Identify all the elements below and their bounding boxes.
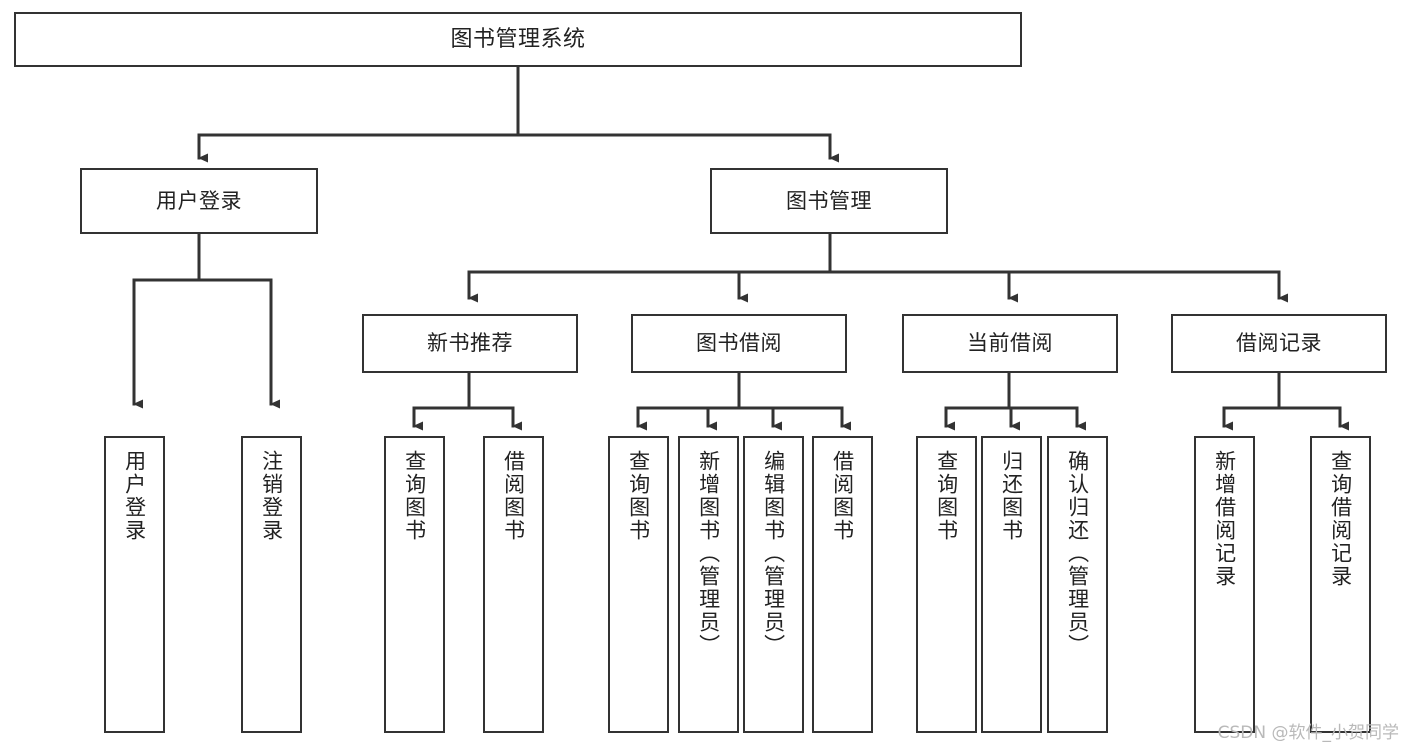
node-book-borrow[interactable]: 图书借阅 <box>631 314 847 373</box>
node-leaf-user-login[interactable]: 用户登录 <box>104 436 165 733</box>
node-leaf-query-book-recommend[interactable]: 查询图书 <box>384 436 445 733</box>
node-leaf-query-book-current[interactable]: 查询图书 <box>916 436 977 733</box>
node-leaf-borrow-book-recommend-label: 借阅图书 <box>501 450 526 542</box>
node-leaf-confirm-return[interactable]: 确认归还（管理员） <box>1047 436 1108 733</box>
node-leaf-query-book-borrow-label: 查询图书 <box>626 450 651 542</box>
node-leaf-user-login-label: 用户登录 <box>122 450 147 542</box>
node-root-label: 图书管理系统 <box>450 26 586 52</box>
node-user-login[interactable]: 用户登录 <box>80 168 318 234</box>
node-leaf-logout-label: 注销登录 <box>259 450 284 542</box>
node-leaf-edit-book[interactable]: 编辑图书（管理员） <box>743 436 804 733</box>
node-book-borrow-label: 图书借阅 <box>696 331 782 356</box>
node-leaf-edit-book-label: 编辑图书（管理员） <box>761 450 786 657</box>
node-leaf-query-book-borrow[interactable]: 查询图书 <box>608 436 669 733</box>
node-leaf-return-book-label: 归还图书 <box>999 450 1024 542</box>
node-borrow-record-label: 借阅记录 <box>1236 331 1322 356</box>
node-leaf-query-borrow-record[interactable]: 查询借阅记录 <box>1310 436 1371 733</box>
node-current-borrow-label: 当前借阅 <box>967 331 1053 356</box>
node-leaf-borrow-book-recommend[interactable]: 借阅图书 <box>483 436 544 733</box>
node-leaf-logout[interactable]: 注销登录 <box>241 436 302 733</box>
node-new-book-recommend-label: 新书推荐 <box>427 331 513 356</box>
node-leaf-return-book[interactable]: 归还图书 <box>981 436 1042 733</box>
node-leaf-borrow-book-borrow[interactable]: 借阅图书 <box>812 436 873 733</box>
node-root[interactable]: 图书管理系统 <box>14 12 1022 67</box>
node-leaf-query-borrow-record-label: 查询借阅记录 <box>1328 450 1353 588</box>
node-leaf-borrow-book-borrow-label: 借阅图书 <box>830 450 855 542</box>
node-book-manage-label: 图书管理 <box>786 188 872 213</box>
node-user-login-label: 用户登录 <box>156 188 242 213</box>
node-leaf-confirm-return-label: 确认归还（管理员） <box>1065 450 1090 657</box>
watermark-text: CSDN @软件_小贺同学 <box>1217 723 1399 743</box>
node-new-book-recommend[interactable]: 新书推荐 <box>362 314 578 373</box>
node-leaf-add-book[interactable]: 新增图书（管理员） <box>678 436 739 733</box>
node-leaf-query-book-recommend-label: 查询图书 <box>402 450 427 542</box>
node-leaf-add-borrow-record[interactable]: 新增借阅记录 <box>1194 436 1255 733</box>
node-leaf-query-book-current-label: 查询图书 <box>934 450 959 542</box>
node-leaf-add-borrow-record-label: 新增借阅记录 <box>1212 450 1237 588</box>
node-book-manage[interactable]: 图书管理 <box>710 168 948 234</box>
node-borrow-record[interactable]: 借阅记录 <box>1171 314 1387 373</box>
node-leaf-add-book-label: 新增图书（管理员） <box>696 450 721 657</box>
node-current-borrow[interactable]: 当前借阅 <box>902 314 1118 373</box>
